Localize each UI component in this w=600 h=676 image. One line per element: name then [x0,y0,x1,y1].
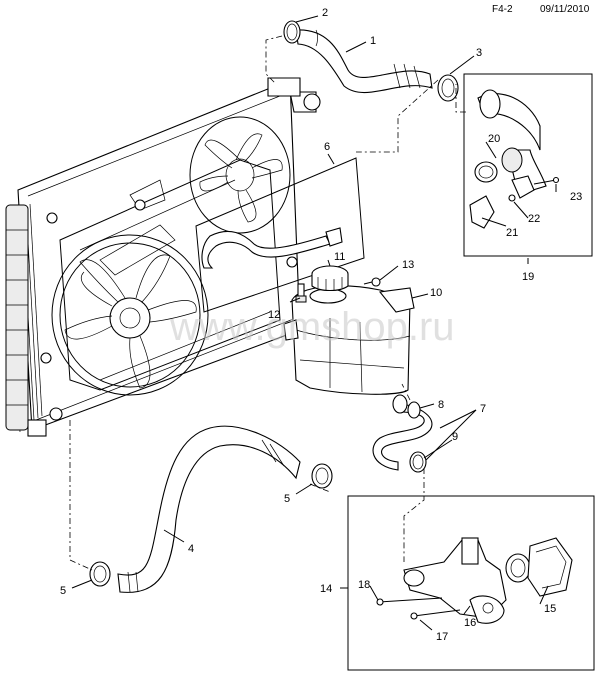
hose-clamp-3 [437,74,459,102]
hose-clamp-5-upper [311,463,333,489]
reservoir-hose-9 [372,403,433,471]
callout-8: 8 [438,399,444,411]
thermostat-housing-group-14 [347,495,595,671]
callout-4: 4 [188,543,194,555]
hose-clamp-8 [392,394,421,419]
callout-12: 12 [268,309,280,321]
callout-11: 11 [334,251,345,263]
callout-23: 23 [570,191,582,203]
callout-15: 15 [544,603,556,615]
reservoir-cap [311,265,349,292]
callout-13: 13 [402,259,414,271]
diagram-code: F4-2 [492,4,513,15]
callout-14: 14 [320,583,332,595]
coolant-reservoir [283,285,415,395]
callout-21: 21 [506,227,518,239]
callout-20: 20 [488,133,500,145]
callout-18: 18 [358,579,370,591]
bolt-13 [363,277,381,287]
callout-2: 2 [322,7,328,19]
lower-radiator-hose [117,425,301,593]
leader-lines [71,15,557,631]
callout-17: 17 [436,631,448,643]
callout-22: 22 [528,213,540,225]
callout-5-lower: 5 [60,585,66,597]
callout-3: 3 [476,47,482,59]
callout-5-upper: 5 [284,493,290,505]
radiator-assembly [5,77,321,437]
callout-1: 1 [370,35,376,47]
hose-clamp-9 [409,451,427,473]
callout-16: 16 [464,617,476,629]
callout-9: 9 [452,431,458,443]
upper-fan [189,116,291,234]
hose-clamp-2 [283,20,301,44]
assembly-guide-lines [69,35,466,571]
callout-6: 6 [324,141,330,153]
watermark: www.gmshop.ru [169,305,455,349]
hose-clamp-5-lower [89,561,111,587]
callout-7: 7 [480,403,486,415]
diagram-date: 09/11/2010 [540,4,590,15]
heater-hose-group-6 [195,157,365,313]
upper-radiator-hose [295,29,433,94]
sensor-12 [295,283,307,303]
outlet-housing-group-19 [463,73,593,257]
lower-fan [51,234,209,396]
callout-numbers: 2 1 3 20 23 22 21 19 6 11 13 10 12 8 7 9… [60,7,582,643]
callout-10: 10 [430,287,442,299]
callout-19: 19 [522,271,534,283]
